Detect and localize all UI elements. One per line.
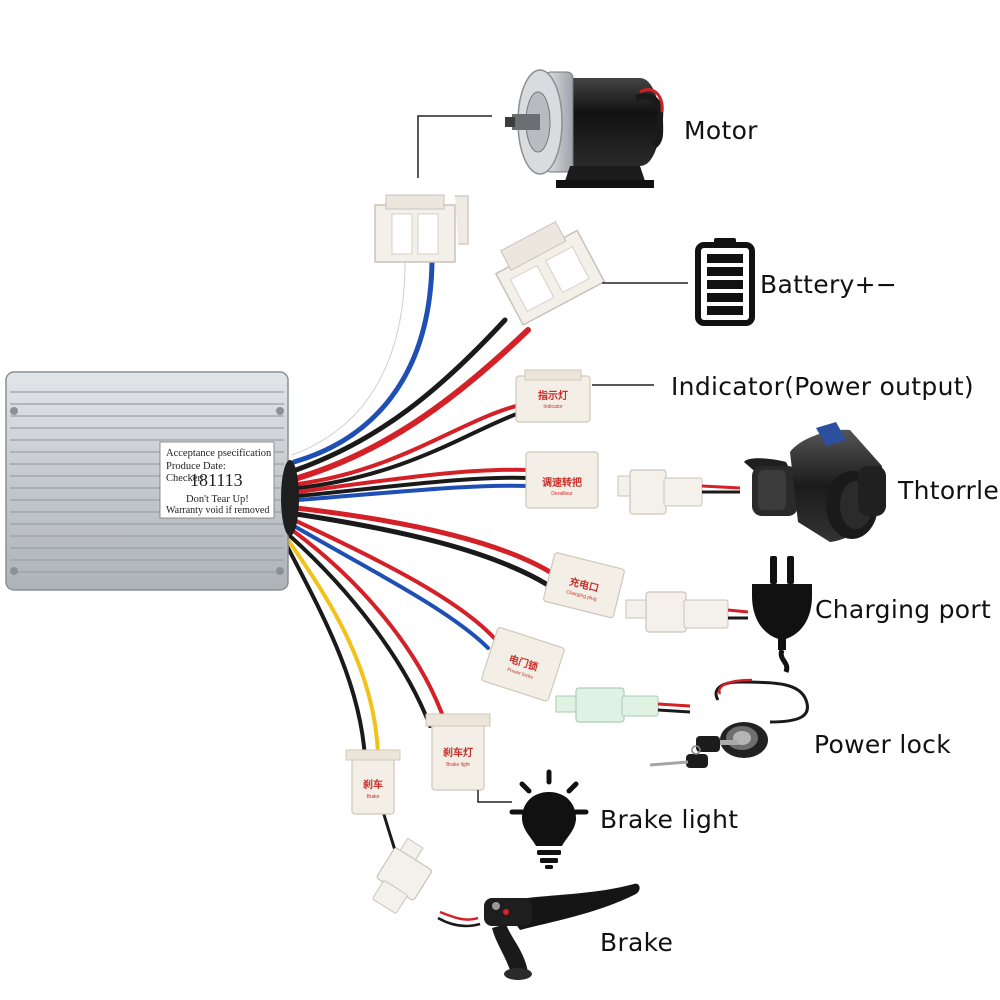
charging-wire-black — [293, 511, 551, 588]
brakelight-wire-red — [290, 528, 447, 724]
brake-tag-cn: 刹车 — [363, 778, 383, 791]
powerlock-wire-red — [292, 518, 498, 642]
battery-icon — [695, 238, 755, 326]
controller-unit: Acceptance psecification Produce Date: C… — [5, 371, 299, 591]
wire-harness — [284, 259, 558, 862]
sticker-line2: Produce Date: — [166, 461, 226, 472]
brake-light-label: Brake light — [600, 805, 739, 834]
power-lock-label: Power lock — [814, 730, 951, 759]
throttle-wire-black — [296, 475, 532, 498]
key-lock-icon — [649, 678, 809, 768]
throttle-plug — [617, 469, 741, 515]
motor-icon — [505, 69, 664, 188]
indicator-label: Indicator(Power output) — [671, 372, 974, 401]
brake-lever-icon — [484, 883, 640, 980]
brake-tag: 刹车 Brake — [345, 749, 401, 815]
indicator-wire-red — [296, 403, 522, 486]
sticker-line3: Checker: — [166, 473, 204, 484]
brakelight-tag-en: Brake light — [446, 762, 470, 768]
battery-label: Battery+− — [760, 270, 898, 299]
throttle-wire-red — [296, 467, 532, 494]
indicator-tag-cn: 指示灯 — [538, 389, 568, 402]
battery-wire-black — [293, 317, 508, 473]
throttle-tag-cn: 调速转把 — [542, 476, 582, 489]
plug-icon — [752, 556, 812, 673]
battery-wire-red — [295, 327, 531, 481]
brake-wire-yellow — [286, 538, 380, 757]
brake-wire-black — [284, 542, 367, 760]
brakelight-wire-black — [288, 534, 432, 728]
powerlock-tag: 电门锁 Power locks — [481, 627, 565, 702]
throttle-icon — [744, 422, 886, 542]
brake-plug — [372, 837, 432, 914]
brakelight-leader-line — [477, 790, 512, 803]
indicator-tag: 指示灯 Indicator — [515, 369, 591, 423]
charging-wire-red — [293, 505, 558, 578]
powerlock-wire-blue — [292, 524, 490, 650]
motor-wire-blue — [291, 259, 435, 465]
sticker-line1: Acceptance psecification — [166, 448, 272, 459]
brake-label: Brake — [600, 928, 674, 957]
throttle-wire-blue — [296, 483, 532, 502]
motor-label: Motor — [684, 116, 758, 145]
charging-port-label: Charging port — [815, 595, 992, 624]
bulb-icon — [509, 769, 589, 869]
sticker-line5: Warranty void if removed — [166, 505, 269, 516]
brake-tag-en: Brake — [366, 794, 379, 800]
charging-tag: 充电口 Charging plug — [543, 552, 625, 619]
brakelight-tag: 刹车灯 Brake light — [425, 713, 491, 791]
motor-connector — [374, 194, 469, 263]
brakelight-tag-cn: 刹车灯 — [443, 746, 473, 759]
motor-leader-line — [417, 115, 492, 178]
throttle-tag-en: Derailleur — [551, 491, 573, 497]
throttle-tag: 调速转把 Derailleur — [525, 451, 599, 509]
battery-connector — [494, 220, 606, 326]
powerlock-plug — [555, 687, 691, 723]
indicator-tag-en: Indicator — [543, 404, 563, 410]
sticker-number: 181113 — [190, 470, 243, 490]
charging-plug — [625, 591, 749, 633]
indicator-wire-black — [296, 410, 524, 490]
sticker-line4: Don't Tear Up! — [186, 494, 249, 505]
throttle-label: Thtorrle — [898, 476, 1000, 505]
